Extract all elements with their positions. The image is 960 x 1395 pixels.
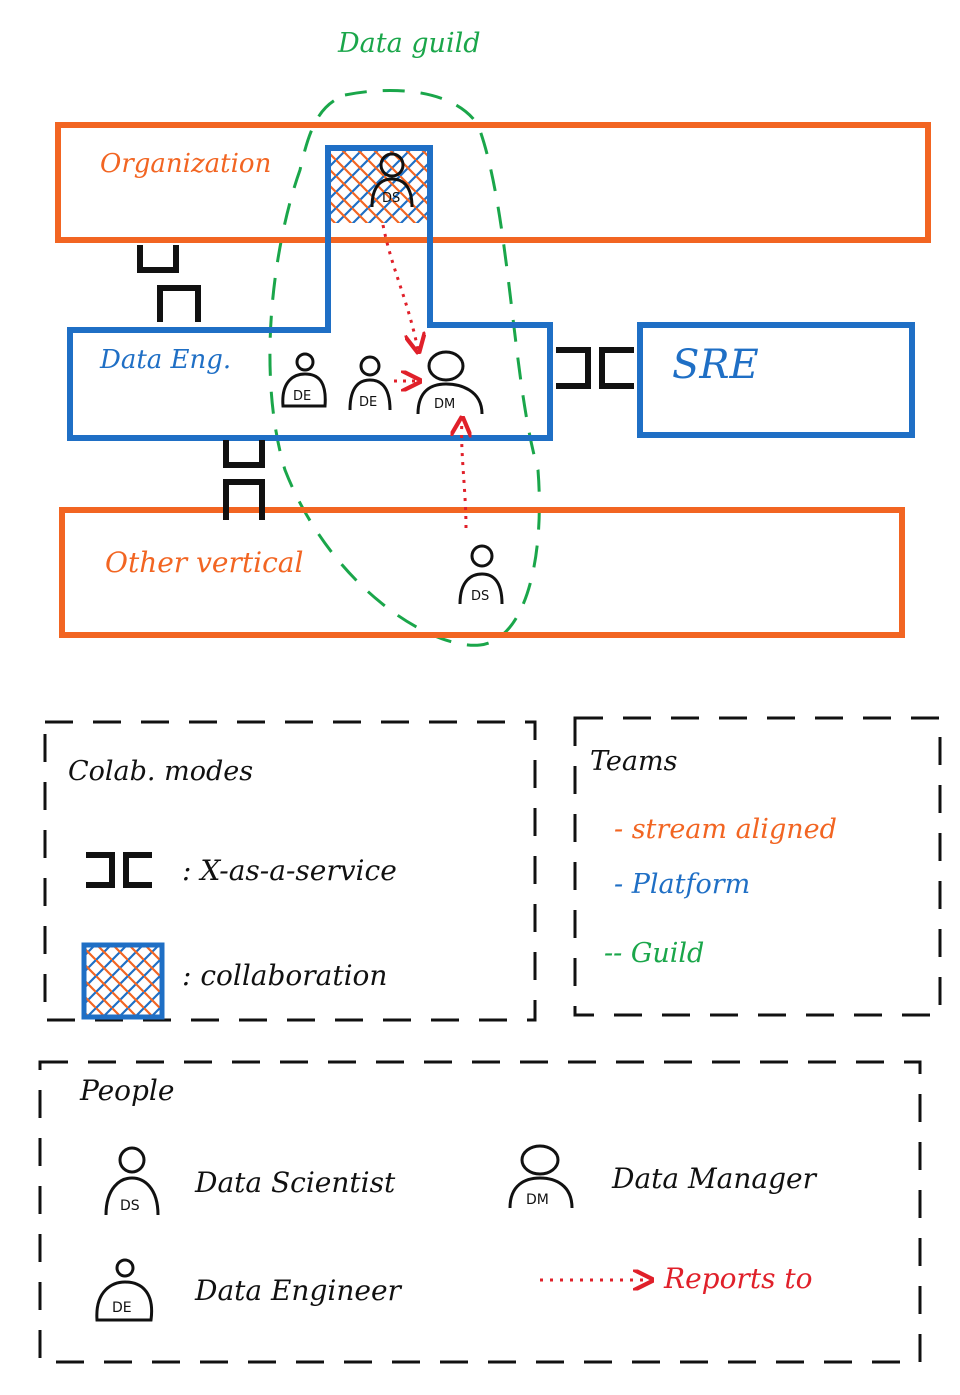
badge-dm: DM: [434, 397, 455, 412]
legend-de-badge: DE: [112, 1300, 132, 1316]
guild-title: Data guild: [337, 28, 481, 59]
badge-ds-organization: DS: [382, 191, 400, 206]
legend-people-title: People: [79, 1074, 174, 1107]
guild-boundary: [268, 88, 541, 647]
data-eng-label: Data Eng.: [99, 345, 231, 375]
legend-dm-icon: DM: [508, 1144, 574, 1209]
legend-collab-frame: [43, 720, 537, 1022]
person-ds-organization: DS: [370, 152, 414, 208]
xaas-icon: [86, 852, 152, 888]
data-eng-box: [67, 145, 553, 441]
legend-ds-badge: DS: [120, 1198, 140, 1214]
team-sre: SRE: [637, 322, 915, 438]
legend-reports-to: Reports to: [663, 1262, 812, 1295]
arrow-ds-org-to-dm: [381, 224, 418, 350]
badge-de-2: DE: [359, 395, 377, 410]
legend-xaas-label: : X-as-a-service: [182, 854, 397, 887]
legend-dm-badge: DM: [526, 1192, 549, 1208]
reports-to-arrows: [381, 224, 466, 529]
legend-people: People DS Data Scientist DM Data Manager…: [38, 1060, 922, 1364]
legend-platform: - Platform: [614, 869, 750, 900]
legend-data-manager: Data Manager: [611, 1162, 818, 1195]
team-other-vertical: Other vertical: [59, 507, 905, 638]
xaas-connector-dataeng-other: [223, 440, 265, 520]
organization-box: [55, 122, 931, 243]
person-dm: DM: [416, 350, 484, 415]
other-vertical-box: [59, 507, 905, 638]
legend-ds-icon: DS: [104, 1146, 160, 1216]
collab-icon: [81, 942, 165, 1020]
sre-label: SRE: [672, 342, 759, 388]
team-organization: Organization: [55, 122, 931, 243]
legend-teams-title: Teams: [590, 746, 677, 777]
team-data-eng: Data Eng.: [67, 145, 553, 441]
legend-people-frame: [38, 1060, 922, 1364]
legend-data-engineer: Data Engineer: [194, 1274, 403, 1307]
badge-ds-other: DS: [471, 589, 489, 604]
person-de-1: DE: [281, 352, 327, 408]
legend-teams-frame: [573, 716, 942, 1017]
legend-teams: Teams - stream aligned - Platform -- Gui…: [573, 716, 942, 1017]
sre-box: [637, 322, 915, 438]
legend-stream-aligned: - stream aligned: [614, 814, 837, 845]
legend-de-icon: DE: [95, 1258, 154, 1322]
legend-data-scientist: Data Scientist: [194, 1166, 396, 1199]
person-de-2: DE: [348, 355, 392, 411]
legend-guild: -- Guild: [604, 938, 704, 969]
other-vertical-label: Other vertical: [105, 546, 303, 579]
xaas-connector-dataeng-sre: [556, 347, 634, 389]
legend-collab-label: : collaboration: [182, 959, 387, 992]
person-ds-other: DS: [458, 544, 504, 605]
legend-collab-title: Colab. modes: [68, 756, 253, 787]
data-guild: Data guild: [268, 28, 541, 647]
xaas-connector-org-dataeng: [137, 245, 201, 322]
legend-collab-modes: Colab. modes : X-as-a-service : collabor…: [43, 720, 537, 1022]
collab-hatch-area: [331, 151, 427, 223]
organization-label: Organization: [100, 149, 271, 179]
badge-de-1: DE: [293, 389, 311, 404]
